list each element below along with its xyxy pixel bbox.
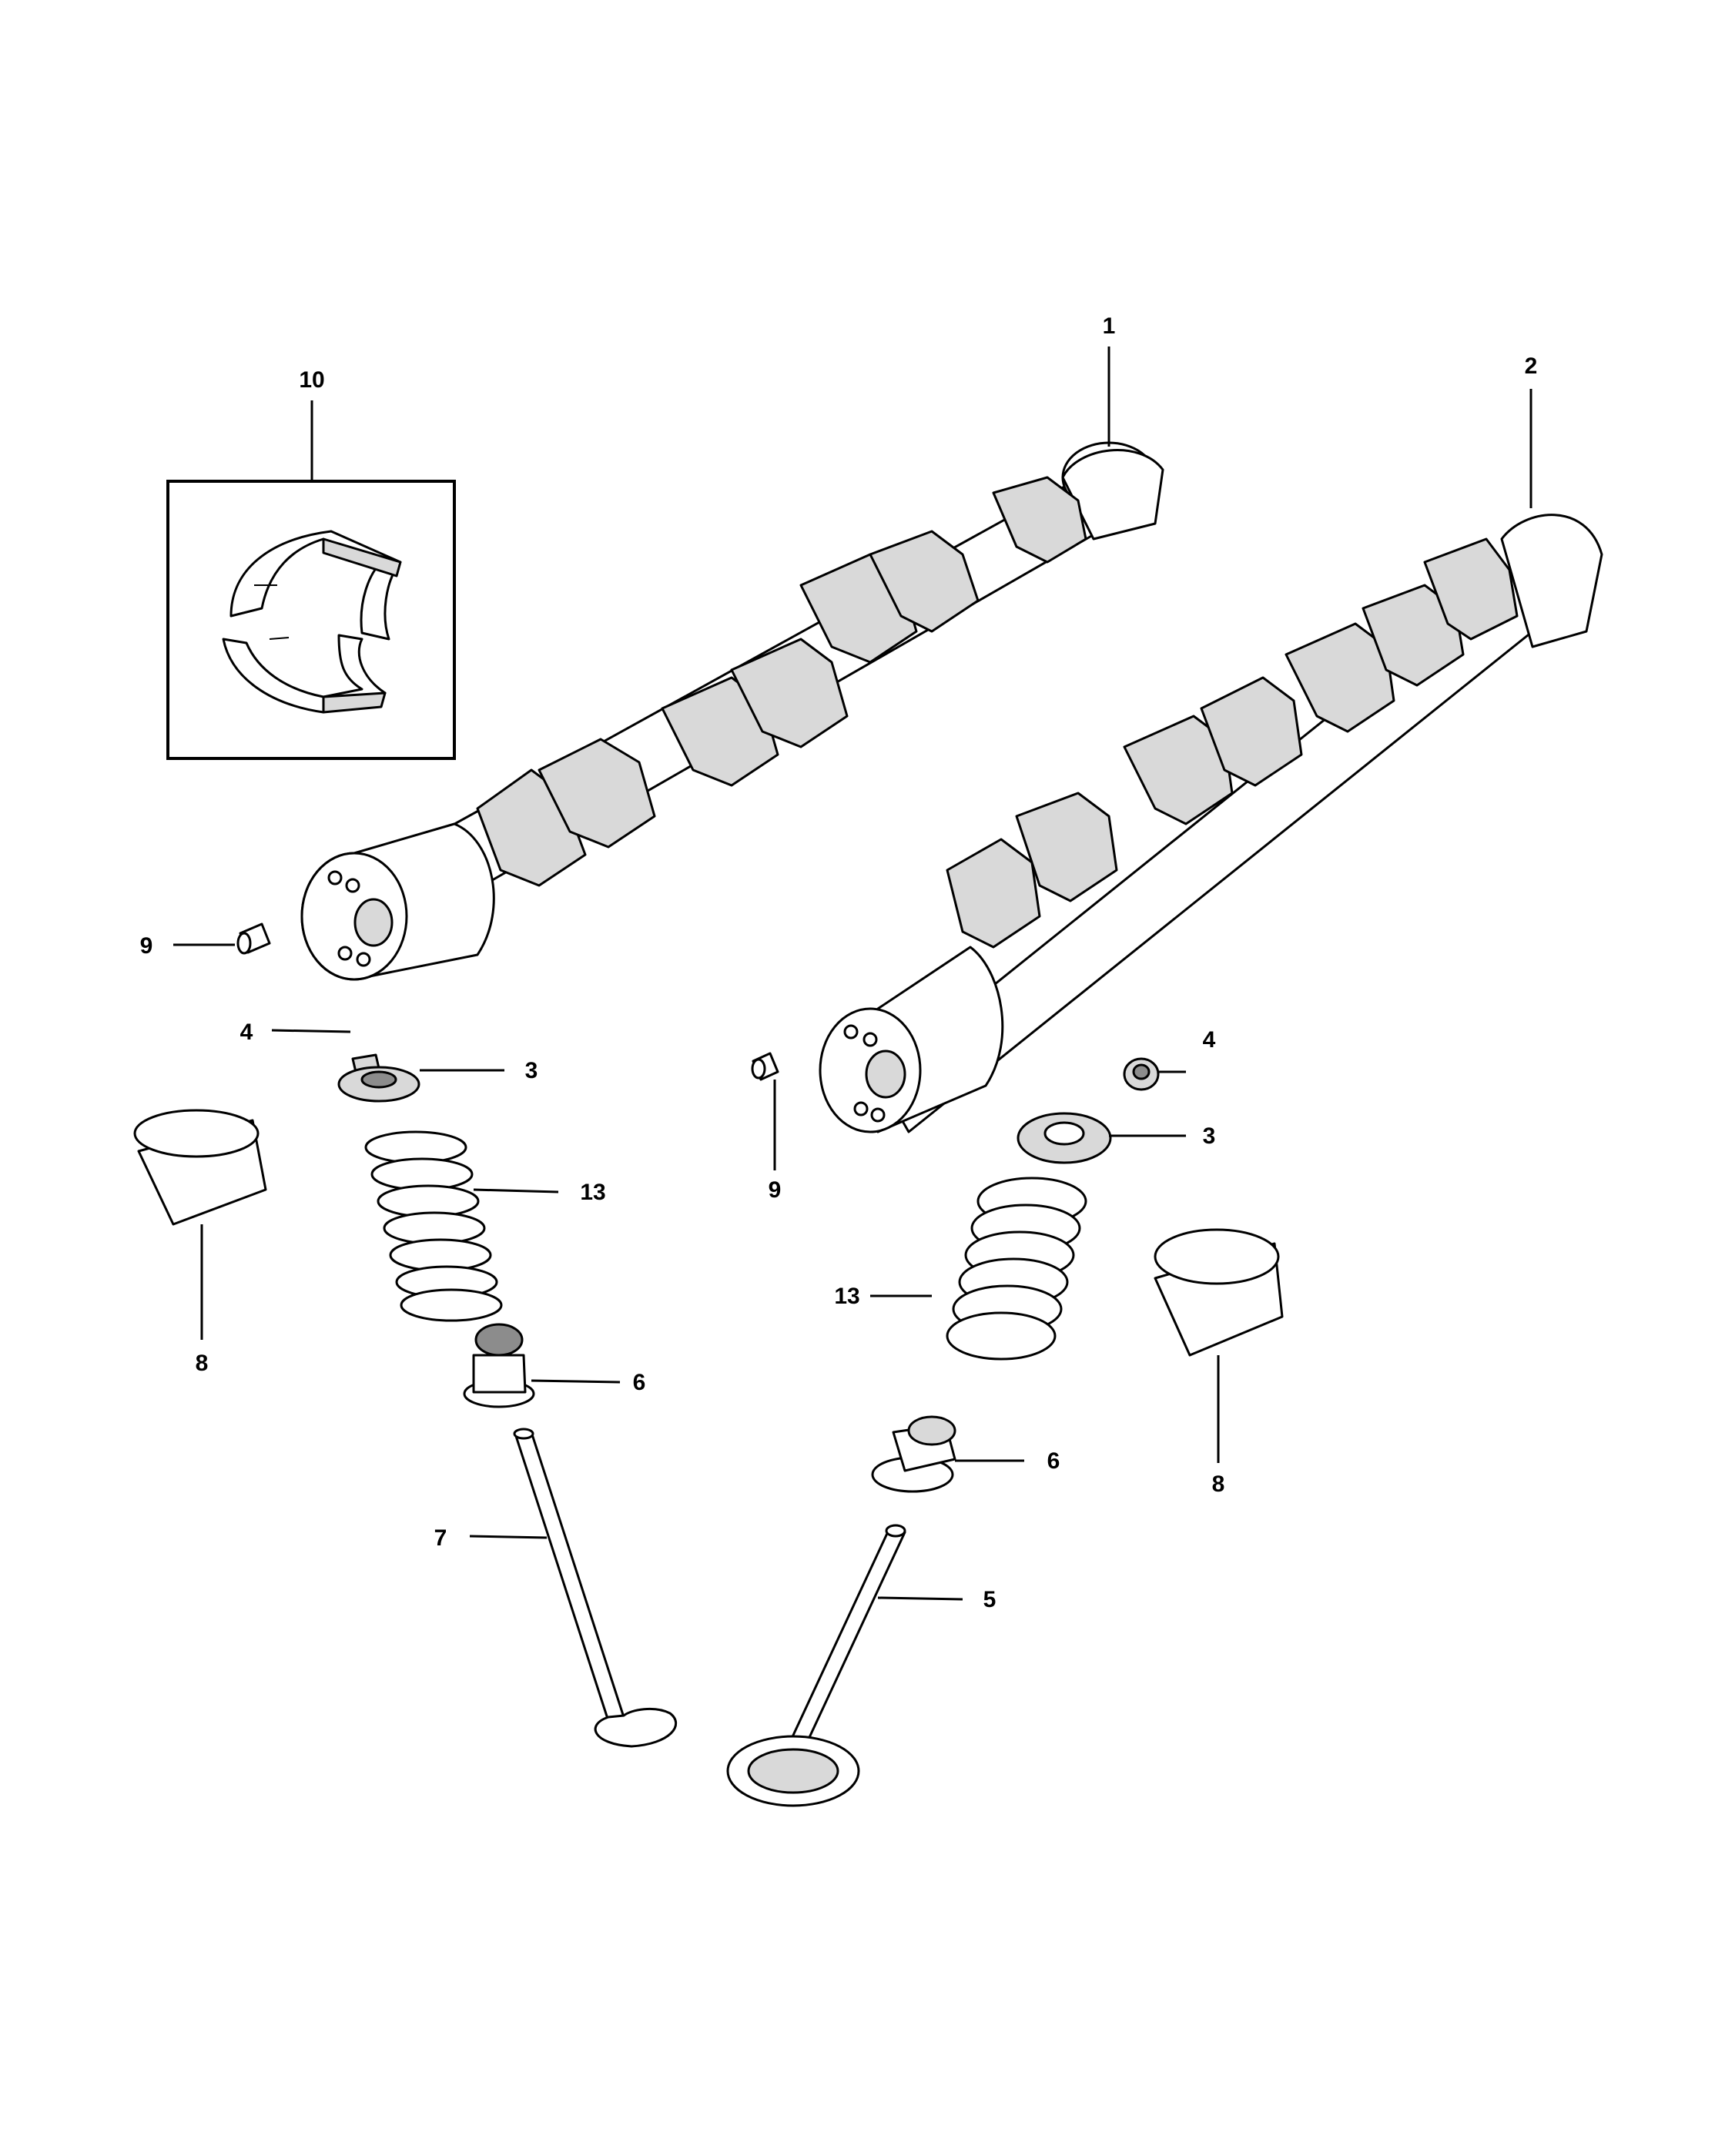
callout-6-right: 6 [1047, 1448, 1060, 1474]
callout-4-right: 4 [1203, 1027, 1216, 1053]
callout-5: 5 [983, 1587, 996, 1612]
spring-retainer-left [337, 1066, 504, 1103]
valve-right [726, 1524, 963, 1807]
valve-seal-right [871, 1415, 1024, 1493]
callout-2: 2 [1525, 353, 1538, 379]
valve-spring-right [870, 1177, 1087, 1361]
callout-8-left: 8 [196, 1351, 209, 1376]
callout-9-right: 9 [769, 1177, 782, 1203]
callout-9-left: 9 [140, 933, 153, 959]
tappet-left [133, 1109, 267, 1340]
dowel-pin-left [173, 922, 271, 955]
valve-spring-left [364, 1130, 559, 1322]
valve-keeper-right [1123, 1057, 1186, 1091]
valve-left [469, 1428, 678, 1748]
callout-13-left: 13 [580, 1180, 605, 1205]
callout-7: 7 [434, 1525, 447, 1551]
callout-6-left: 6 [633, 1370, 646, 1395]
callout-8-right: 8 [1212, 1471, 1225, 1497]
valve-seal-left [463, 1323, 621, 1408]
callout-3-left: 3 [525, 1058, 538, 1083]
dowel-pin-right [751, 1052, 779, 1170]
callout-10: 10 [299, 367, 324, 393]
spring-retainer-right [1017, 1112, 1186, 1164]
callout-1: 1 [1103, 313, 1116, 339]
callout-13-right: 13 [834, 1284, 859, 1309]
camshaft-2 [819, 389, 1603, 1133]
camshaft-1 [300, 346, 1164, 981]
callout-4-left: 4 [240, 1019, 253, 1045]
bearing-inset [166, 400, 456, 760]
tappet-right [1154, 1228, 1284, 1463]
callout-3-right: 3 [1203, 1123, 1216, 1149]
